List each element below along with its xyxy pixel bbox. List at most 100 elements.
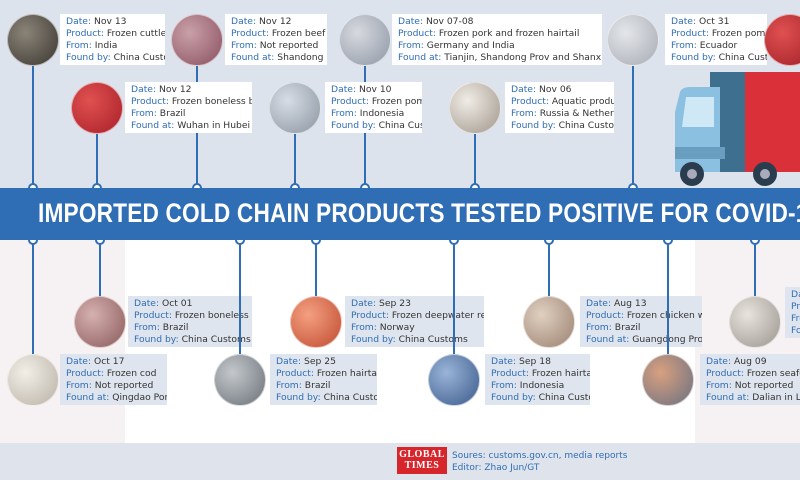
field-value: Sep 18 [518,356,551,367]
connector-line [294,134,296,188]
field-value: Aug 09 [733,356,767,367]
product-photo [523,296,575,348]
field-label: From: [671,40,697,51]
connector-line [239,240,241,354]
product-photo [290,296,342,348]
field-value: Wuhan in Hubei Prov [177,120,252,131]
field-label: Found by: [511,120,556,131]
field-label: Found by: [351,334,396,345]
event-product-row: Product: Frozen pomfret [331,96,422,108]
field-label: Date: [231,16,257,27]
field-value: China Customs [558,120,614,131]
event-date-row: Date: Oct 31 [671,16,761,28]
product-photo [428,354,480,406]
event-date-row: Date: Nov 10 [331,84,416,96]
field-label: From: [331,108,357,119]
field-label: Product: [134,310,172,321]
field-label: Date: [671,16,697,27]
connector-line [99,240,101,296]
field-value: Not reported [734,380,794,391]
field-label: From: [491,380,517,391]
connector-line [548,240,550,296]
field-label: Date: [491,356,517,367]
field-value: Nov 12 [158,84,192,95]
field-label: Date: [66,16,92,27]
field-value: Brazil [614,322,641,333]
field-value: Oct 17 [93,356,125,367]
field-label: Date: [351,298,377,309]
event-from-row: From: India [66,40,159,52]
field-label: Found at: [398,52,442,63]
event-from-row: From: Indonesia [491,380,584,392]
event-product-row: Product: Frozen hairtail [276,368,377,380]
event-from-row: From: Ecuador [671,40,761,52]
product-photo [269,82,321,134]
event-product-row: Product: Frozen pomfret [671,28,767,40]
event-product-row: Product: Aquatic product [511,96,614,108]
field-label: Date: [66,356,92,367]
field-label: From: [131,108,157,119]
field-value: Sep 23 [378,298,411,309]
field-value: Frozen boneless beef [174,310,252,321]
connector-line [667,240,669,354]
event-from-row: From: Russia & Netherlands [511,108,614,120]
field-label: Found at: [131,120,175,131]
truck-illustration [675,72,800,186]
field-label: Product: [491,368,529,379]
product-photo [71,82,123,134]
field-value: Nov 06 [538,84,572,95]
product-photo [729,296,781,348]
sources-text: Soures: customs.gov.cn, media reports [452,451,628,461]
event-found-row: Found at: Wuhan in Hubei Prov [131,120,252,132]
logo-line-2: TIMES [404,460,440,471]
field-value: Oct 01 [161,298,193,309]
field-value: China Customs [378,120,422,131]
field-value: Brazil [162,322,189,333]
field-label: Product: [586,310,624,321]
field-label: From: [511,108,537,119]
field-label: Product: [331,96,369,107]
field-label: Found at: [231,52,275,63]
connector-line [315,240,317,296]
event-found-row: Found by: China Customs [66,52,165,64]
field-label: From: [791,313,800,324]
field-label: Product: [66,28,104,39]
field-label: Date: [276,356,302,367]
field-value: Frozen cuttle fish [106,28,165,39]
field-value: Oct 31 [698,16,730,27]
event-date-row: Date: Sep 23 [351,298,478,310]
field-label: Product: [671,28,709,39]
field-value: Aug 13 [613,298,647,309]
event-date-row: Date: Oct 17 [66,356,161,368]
field-value: Shandong Prov [277,52,327,63]
product-photo [642,354,694,406]
field-label: Found by: [671,52,716,63]
field-value: Frozen pork and frozen hairtail [438,28,580,39]
event-product-row: Product: Frozen chicken wings [586,310,702,322]
event-date-row: Date: Nov 07-08 [398,16,596,28]
field-value: Frozen pomfret [711,28,767,39]
event-found-row: Found by: China Customs [276,392,377,404]
event-date-row: Date: Nov 12 [131,84,246,96]
event-from-row: From: Germany and India [398,40,596,52]
field-label: Product: [791,301,800,312]
connector-line [453,240,455,354]
event-product-row: Product: Frozen seafood [706,368,800,380]
product-photo [607,14,659,66]
event-date-row: Date: Nov 06 [511,84,608,96]
field-value: Nov 12 [258,16,292,27]
field-label: From: [66,40,92,51]
field-label: Found by: [276,392,321,403]
field-value: Russia & Netherlands [539,108,614,119]
field-value: Nov 10 [358,84,392,95]
event-from-row: From: Norway [351,322,478,334]
connector-line [32,66,34,188]
field-label: Found by: [331,120,376,131]
event-found-row: Found by: China Customs [511,120,614,132]
event-date-row: Date: Nov 13 [66,16,159,28]
